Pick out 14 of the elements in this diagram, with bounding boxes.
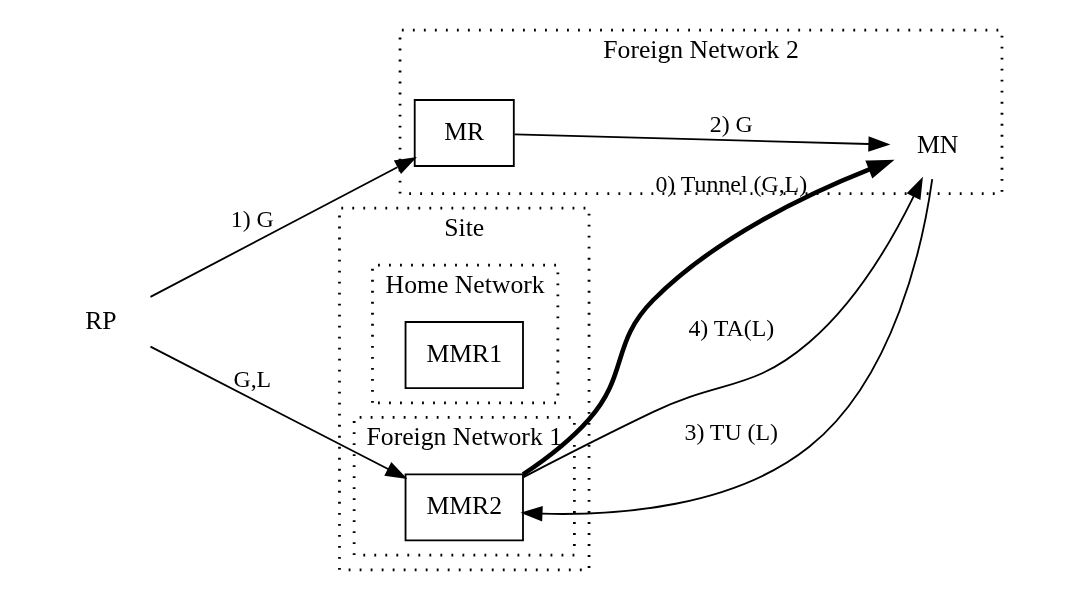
node-text: RP (85, 305, 117, 335)
arrow (149, 345, 408, 480)
node-box: MR (413, 99, 515, 167)
arrow (513, 133, 891, 152)
edge-label: 2) G (709, 110, 753, 137)
edge-label: 1) G (230, 206, 274, 233)
edge-label: 3) TU (L) (684, 419, 779, 446)
node-box: MMR1 (404, 321, 524, 389)
edge-label: 0) Tunnel (G,L) (655, 171, 808, 198)
node-box: MMR2 (404, 473, 524, 542)
node-text: MN (917, 129, 959, 159)
edge-label: 4) TA(L) (688, 314, 775, 341)
edge-label: G,L (233, 365, 272, 392)
arrow (149, 156, 417, 298)
